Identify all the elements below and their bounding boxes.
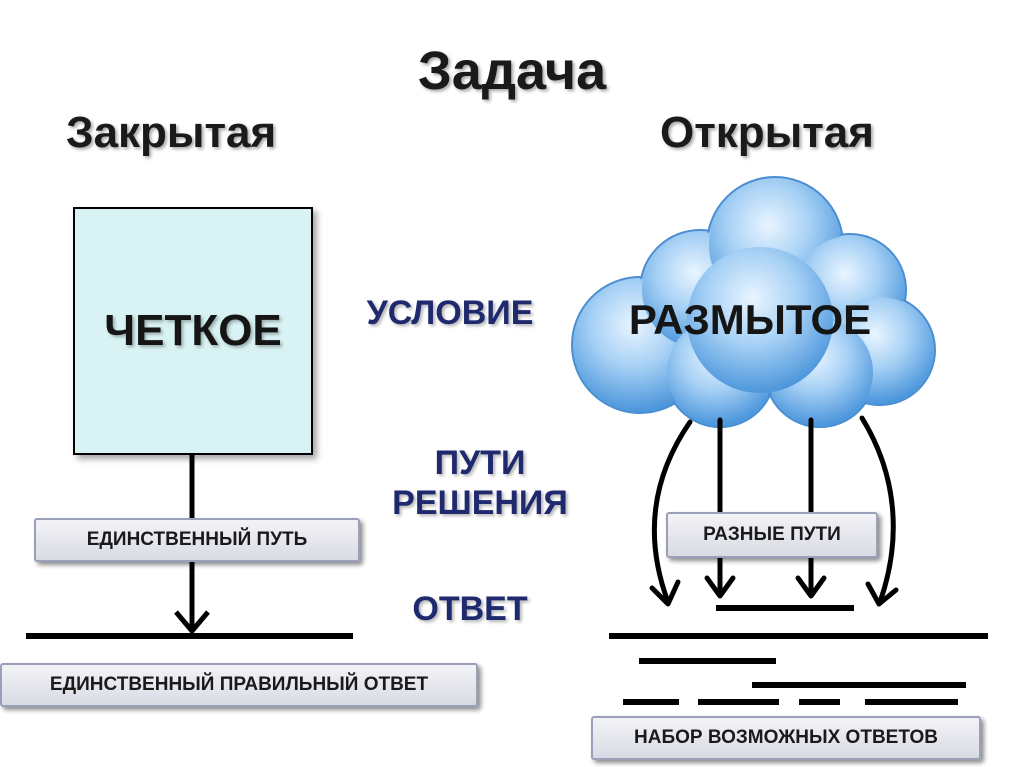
single-path-label: ЕДИНСТВЕННЫЙ ПУТЬ xyxy=(34,518,360,562)
multiple-path-arrows xyxy=(649,415,899,607)
fuzzy-condition-text: РАЗМЫТОЕ xyxy=(628,296,872,343)
paths-label-line1: ПУТИ xyxy=(434,444,526,482)
page-title: Задача xyxy=(417,41,607,101)
single-answer-label: ЕДИНСТВЕННЫЙ ПРАВИЛЬНЫЙ ОТВЕТ xyxy=(0,663,478,707)
different-paths-label: РАЗНЫЕ ПУТИ xyxy=(666,512,878,558)
paths-label-line2: РЕШЕНИЯ xyxy=(392,484,568,522)
cloud-fill-overlay xyxy=(574,179,933,425)
open-heading: Открытая xyxy=(660,108,874,157)
clear-condition-box: ЧЕТКОЕ xyxy=(73,207,313,455)
answer-label: ОТВЕТ xyxy=(412,590,528,628)
condition-label: УСЛОВИЕ xyxy=(366,294,534,332)
possible-answer-lines xyxy=(609,605,988,705)
closed-heading: Закрытая xyxy=(66,108,277,157)
clear-condition-text: ЧЕТКОЕ xyxy=(104,306,282,355)
possible-answers-label: НАБОР ВОЗМОЖНЫХ ОТВЕТОВ xyxy=(591,716,981,760)
